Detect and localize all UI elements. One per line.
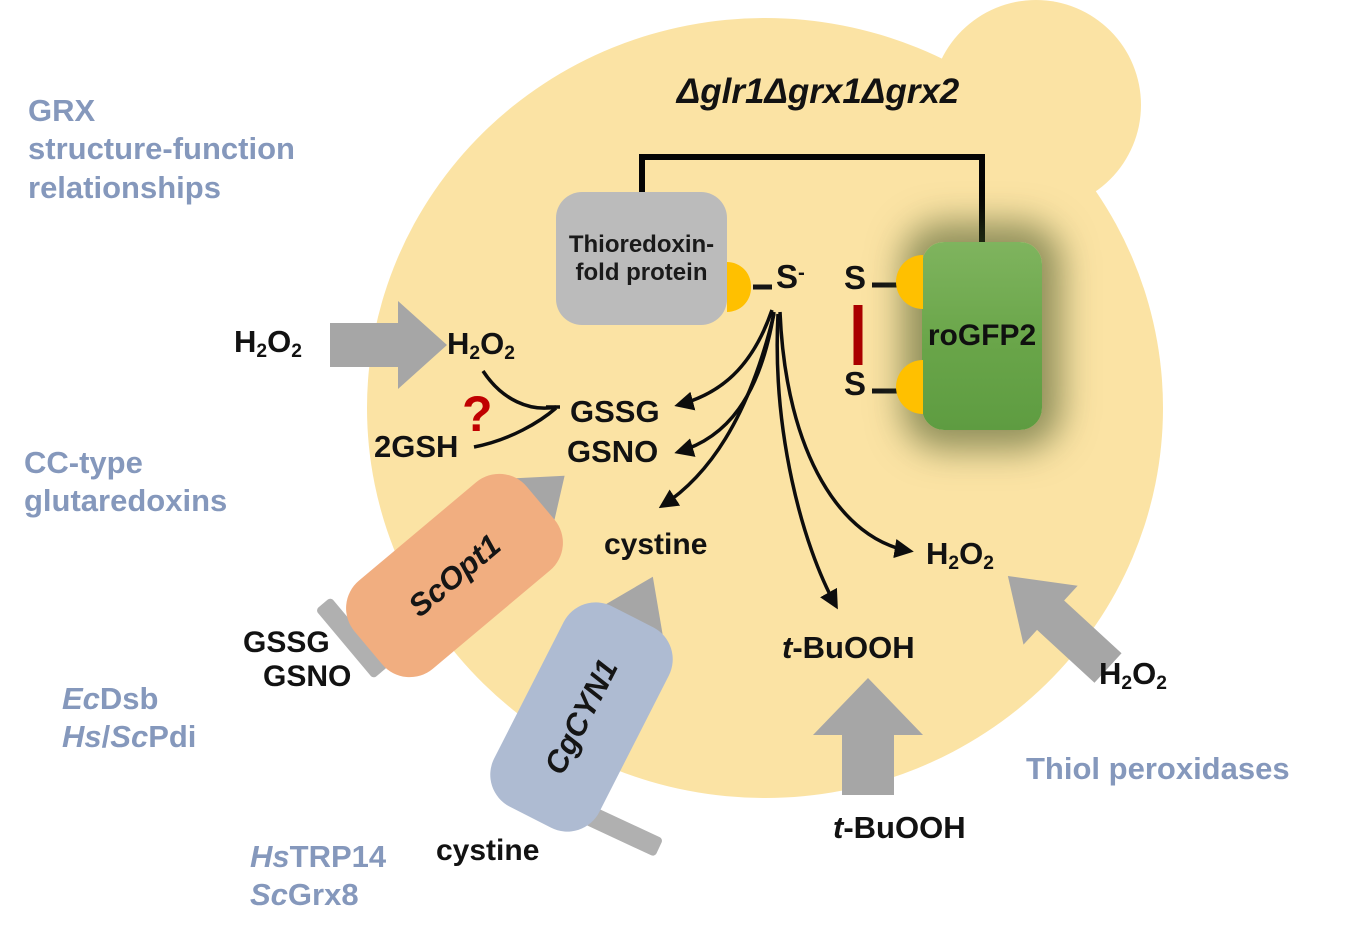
label-tbuooh-extracellular: t-BuOOH <box>833 810 966 845</box>
arrow-thiolate-to-cystine <box>658 313 776 509</box>
hstrp14-line: HsTRP14 <box>250 839 387 874</box>
label-tbuooh-cytosol: t-BuOOH <box>782 630 915 665</box>
rogfp2-box: roGFP2 <box>922 242 1042 430</box>
curve-2gsh-to-gssg <box>473 406 558 449</box>
label-cystine-cytosol: cystine <box>604 528 708 561</box>
thioredoxin-label-line2: fold protein <box>575 258 708 286</box>
label-sulfur-top: S <box>844 259 867 296</box>
label-h2o2-cytosol-left: H2O2 <box>447 326 515 364</box>
label-2gsh: 2GSH <box>374 429 459 464</box>
label-h2o2-extracellular-left: H2O2 <box>234 324 302 362</box>
label-gsno-cytosol: GSNO <box>567 434 659 469</box>
tbuooh-import-arrow <box>813 678 923 795</box>
arrow-thiolate-to-h2o2 <box>778 311 914 559</box>
scopt1-stub <box>317 598 387 678</box>
grx-label-line1: GRX <box>28 93 96 128</box>
label-thiolate: S- <box>776 258 805 295</box>
label-sulfur-bottom: S <box>844 365 867 402</box>
rogfp2-label: roGFP2 <box>927 319 1037 352</box>
label-gssg-extracellular: GSSG <box>243 626 330 659</box>
cc-type-line1: CC-type <box>24 445 143 480</box>
cgcyn1-name: CYN1 <box>556 653 625 744</box>
label-cystine-extracellular: cystine <box>436 834 540 867</box>
label-h2o2-cytosol-right: H2O2 <box>926 536 994 574</box>
grx-label-line3: relationships <box>28 169 221 205</box>
label-grx-structure-function: GRX structure-function relationships <box>28 92 295 207</box>
label-gsno-extracellular: GSNO <box>263 660 352 693</box>
ecdsb-line: EcDsb <box>62 681 159 716</box>
label-thiol-peroxidases: Thiol peroxidases <box>1026 751 1290 786</box>
label-cc-type-glutaredoxins: CC-type glutaredoxins <box>24 444 227 521</box>
strain-title: Δglr1Δgrx1Δgrx2 <box>676 72 960 111</box>
cc-type-line2: glutaredoxins <box>24 483 228 519</box>
hs-sc-pdi-line: Hs/ScPdi <box>62 719 197 755</box>
scgrx8-line: ScGrx8 <box>250 877 359 913</box>
arrow-thiolate-to-gssg <box>674 309 774 411</box>
label-h2o2-extracellular-right: H2O2 <box>1099 656 1167 694</box>
thioredoxin-label-line1: Thioredoxin- <box>568 230 715 258</box>
label-gssg-cytosol: GSSG <box>570 394 660 429</box>
label-ecdsb-hspdi: EcDsb Hs/ScPdi <box>62 680 196 757</box>
h2o2-import-arrow <box>330 301 447 389</box>
interaction-bracket <box>639 154 985 243</box>
grx-label-line2: structure-function <box>28 131 295 167</box>
question-mark: ? <box>462 386 493 442</box>
h2o2-import-arrow-right <box>1007 575 1122 683</box>
label-hstrp14-scgrx8: HsTRP14 ScGrx8 <box>250 838 386 915</box>
thioredoxin-fold-protein-box: Thioredoxin- fold protein <box>556 192 727 325</box>
arrow-thiolate-to-tbuooh <box>775 313 838 610</box>
